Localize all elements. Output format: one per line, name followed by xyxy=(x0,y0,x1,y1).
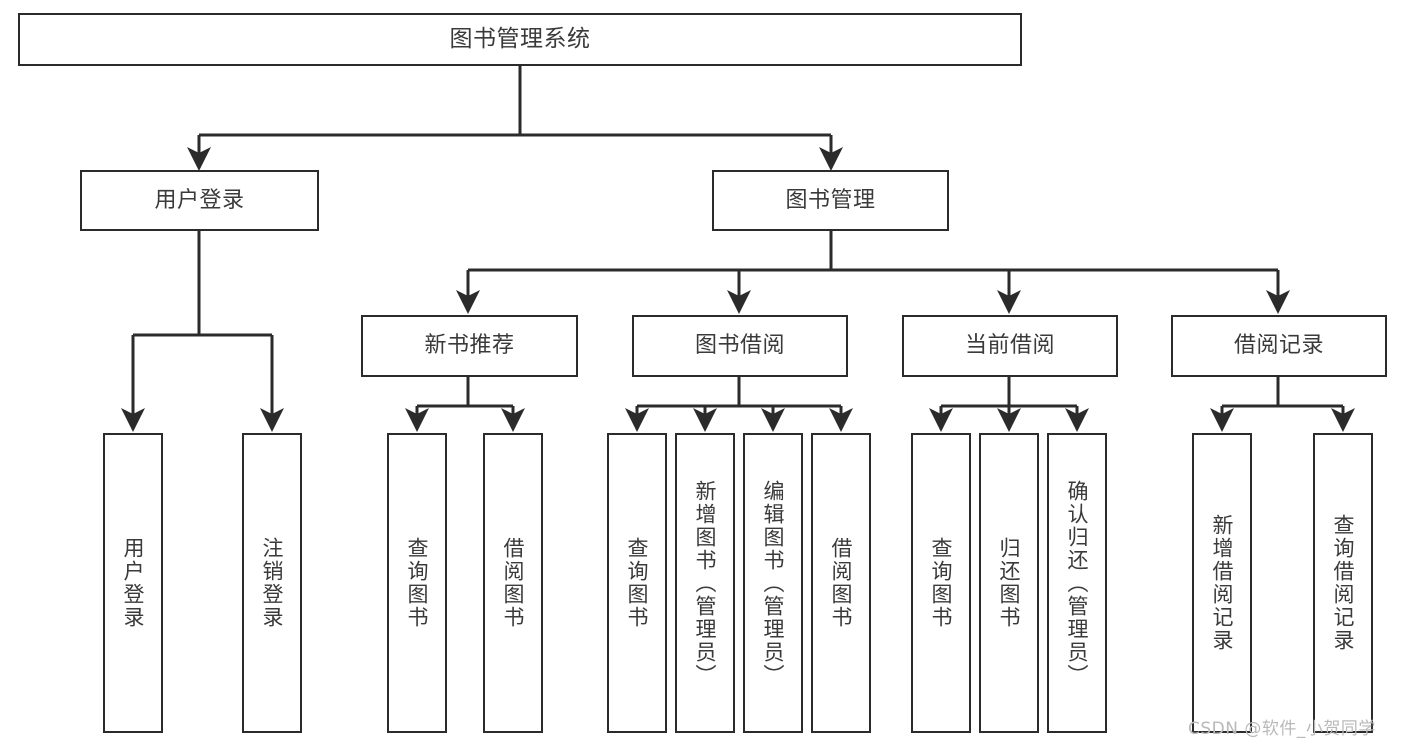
node-leaf-confirm-return-label: 确认归还（管理员） xyxy=(1065,479,1090,687)
node-leaf-query-book-2[interactable]: 查询图书 xyxy=(607,433,667,733)
node-book-borrow[interactable]: 图书借阅 xyxy=(632,315,848,377)
node-leaf-add-book-label: 新增图书（管理员） xyxy=(693,479,718,687)
node-leaf-logout-login[interactable]: 注销登录 xyxy=(242,433,302,733)
node-leaf-edit-book[interactable]: 编辑图书（管理员） xyxy=(743,433,803,733)
node-leaf-return-book-label: 归还图书 xyxy=(997,537,1022,629)
node-borrow-record-label: 借阅记录 xyxy=(1233,333,1324,359)
node-leaf-add-record[interactable]: 新增借阅记录 xyxy=(1192,433,1252,733)
node-leaf-query-book-3[interactable]: 查询图书 xyxy=(911,433,971,733)
node-leaf-query-record-label: 查询借阅记录 xyxy=(1331,514,1356,652)
node-leaf-user-login[interactable]: 用户登录 xyxy=(103,433,163,733)
node-book-management[interactable]: 图书管理 xyxy=(712,170,949,231)
node-book-borrow-label: 图书借阅 xyxy=(694,333,785,359)
node-leaf-borrow-book-2[interactable]: 借阅图书 xyxy=(811,433,871,733)
node-book-management-label: 图书管理 xyxy=(785,187,876,213)
node-root[interactable]: 图书管理系统 xyxy=(18,13,1022,66)
node-leaf-confirm-return[interactable]: 确认归还（管理员） xyxy=(1047,433,1107,733)
node-leaf-edit-book-label: 编辑图书（管理员） xyxy=(761,479,786,687)
node-leaf-query-book-1[interactable]: 查询图书 xyxy=(387,433,447,733)
watermark: CSDN @软件_小贺同学 xyxy=(1188,719,1376,739)
node-leaf-query-book-1-label: 查询图书 xyxy=(405,537,430,629)
node-leaf-user-login-label: 用户登录 xyxy=(121,537,146,629)
node-leaf-add-record-label: 新增借阅记录 xyxy=(1210,514,1235,652)
node-new-book-recommend-label: 新书推荐 xyxy=(424,333,515,359)
node-user-login[interactable]: 用户登录 xyxy=(80,170,319,231)
node-leaf-borrow-book-1[interactable]: 借阅图书 xyxy=(483,433,543,733)
node-user-login-label: 用户登录 xyxy=(154,187,245,213)
node-leaf-query-record[interactable]: 查询借阅记录 xyxy=(1313,433,1373,733)
node-current-borrow-label: 当前借阅 xyxy=(964,333,1055,359)
node-borrow-record[interactable]: 借阅记录 xyxy=(1171,315,1387,377)
node-leaf-logout-login-label: 注销登录 xyxy=(260,537,285,629)
node-leaf-borrow-book-2-label: 借阅图书 xyxy=(829,537,854,629)
node-leaf-return-book[interactable]: 归还图书 xyxy=(979,433,1039,733)
node-current-borrow[interactable]: 当前借阅 xyxy=(902,315,1118,377)
node-leaf-borrow-book-1-label: 借阅图书 xyxy=(501,537,526,629)
node-new-book-recommend[interactable]: 新书推荐 xyxy=(361,315,578,377)
node-leaf-query-book-3-label: 查询图书 xyxy=(929,537,954,629)
node-leaf-add-book[interactable]: 新增图书（管理员） xyxy=(675,433,735,733)
node-leaf-query-book-2-label: 查询图书 xyxy=(625,537,650,629)
node-root-label: 图书管理系统 xyxy=(449,25,591,52)
